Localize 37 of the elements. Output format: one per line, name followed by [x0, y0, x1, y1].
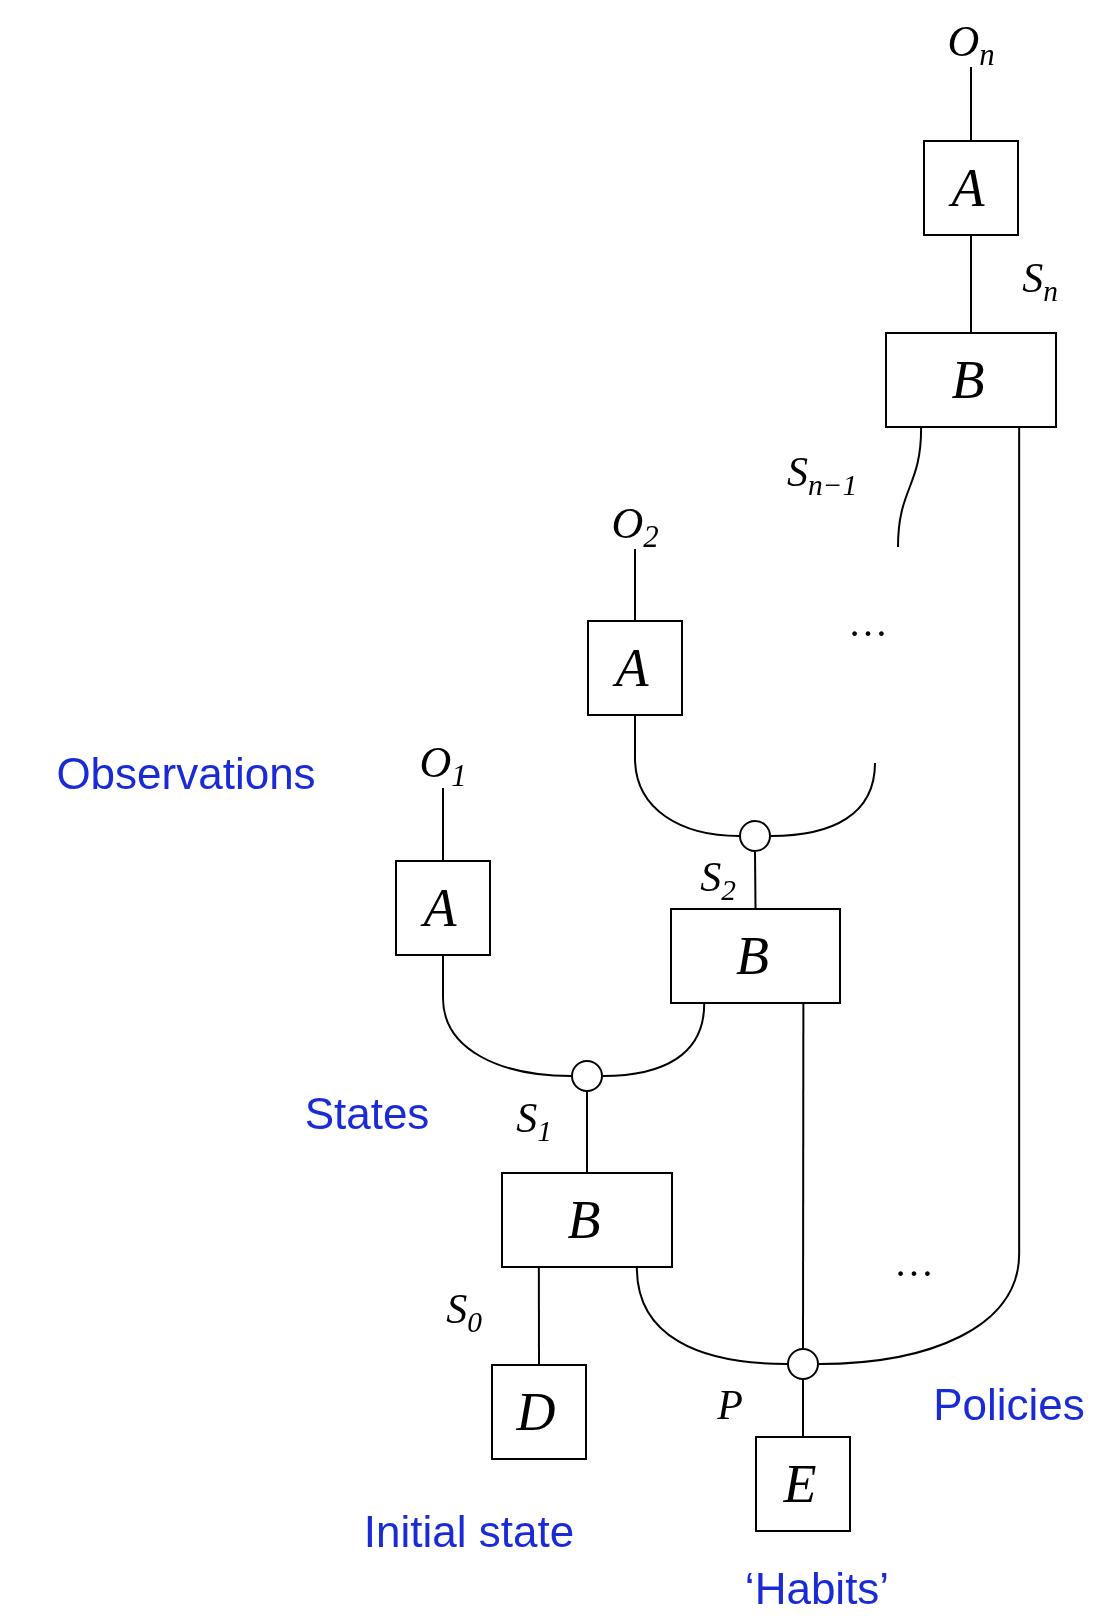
process-box: B — [670, 908, 841, 1004]
ellipsis: … — [848, 598, 892, 646]
junction-circle — [571, 1060, 603, 1092]
wire — [634, 715, 740, 837]
annotation-label: ‘Habits’ — [744, 1564, 890, 1614]
wire — [634, 548, 636, 621]
process-box: B — [885, 332, 1057, 428]
variable-label: O$_{n}$ — [931, 23, 1011, 67]
wire — [442, 787, 444, 861]
ellipsis: … — [894, 1238, 938, 1286]
variable-label: O$_{2}$ — [595, 505, 675, 549]
process-box: A — [923, 140, 1019, 236]
wire — [970, 66, 972, 141]
process-box: D — [491, 1364, 587, 1460]
wire — [754, 851, 757, 909]
process-box: B — [501, 1172, 673, 1268]
wire — [537, 1267, 540, 1365]
process-box: A — [395, 860, 491, 956]
annotation-label: Policies — [933, 1380, 1085, 1430]
wire — [897, 427, 923, 548]
wire — [770, 762, 876, 837]
annotation-label: States — [304, 1089, 430, 1139]
wire — [802, 1379, 804, 1437]
wire — [442, 955, 572, 1077]
variable-label: O$_{1}$ — [403, 744, 483, 788]
wire — [818, 427, 1021, 1365]
junction-circle — [787, 1348, 819, 1380]
annotation-label: Initial state — [363, 1507, 575, 1557]
process-box: A — [587, 620, 683, 716]
junction-circle — [739, 820, 771, 852]
wire — [586, 1091, 588, 1173]
wire — [802, 1003, 805, 1349]
wire — [970, 235, 972, 333]
annotation-label: Observations — [56, 749, 316, 799]
wire — [602, 1003, 706, 1077]
process-box: E — [755, 1436, 851, 1532]
wire — [635, 1267, 788, 1365]
